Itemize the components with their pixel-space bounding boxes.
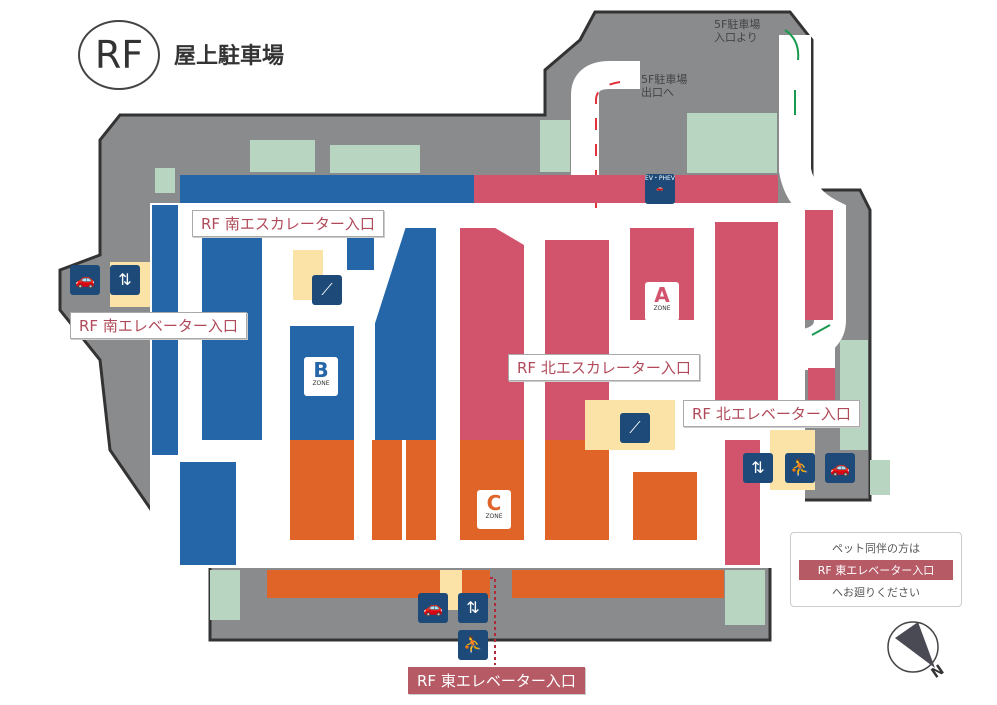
elevator-icon: ⇅ [743, 453, 773, 483]
entry-from-5f-label: 5F駐車場入口より [714, 18, 761, 44]
rf-logo: RF [78, 20, 160, 90]
accessible-parking-icon: 🚗 [825, 453, 855, 483]
escalator-icon: ⟋ [620, 413, 650, 443]
accessible-parking-icon: 🚗 [418, 593, 448, 623]
accessible-parking-icon: 🚗 [70, 265, 100, 295]
east-elevator-label[interactable]: RF 東エレベーター入口 [408, 667, 585, 694]
ev-charger-icon: EV・PHEV🚗 [645, 174, 675, 204]
south-escalator-label[interactable]: RF 南エスカレーター入口 [192, 210, 384, 237]
page-title: 屋上駐車場 [174, 44, 285, 69]
north-elevator-label[interactable]: RF 北エレベーター入口 [683, 400, 860, 427]
elevator-icon: ⇅ [110, 265, 140, 295]
elevator-icon: ⇅ [458, 593, 488, 623]
pet-notice: ペット同伴の方は RF 東エレベーター入口 へお廻りください [790, 532, 962, 607]
south-elevator-label[interactable]: RF 南エレベーター入口 [70, 312, 247, 339]
stairs-icon: ⛹ [785, 453, 815, 483]
exit-to-5f-label: 5F駐車場出口へ [641, 73, 688, 99]
escalator-icon: ⟋ [312, 275, 342, 305]
stairs-icon: ⛹ [458, 630, 488, 660]
north-escalator-label[interactable]: RF 北エスカレーター入口 [508, 354, 700, 381]
